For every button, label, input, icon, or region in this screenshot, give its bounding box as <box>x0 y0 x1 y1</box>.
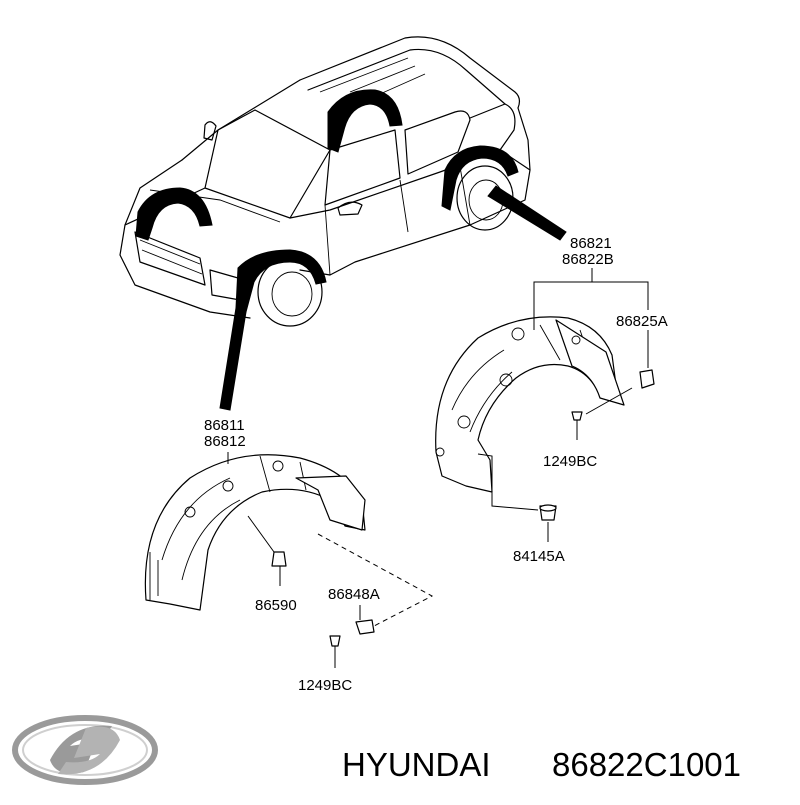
rear-wheel-liner <box>435 268 655 542</box>
label-86825a: 86825A <box>616 313 668 330</box>
part-number: 86822C1001 <box>552 746 741 783</box>
label-1249bc-rear: 1249BC <box>543 453 597 470</box>
label-1249bc-front: 1249BC <box>298 677 352 694</box>
label-86822b: 86822B <box>562 251 614 268</box>
label-86811: 86811 <box>204 417 245 434</box>
part-labels: 86821 86822B 86825A 1249BC 84145A 86811 … <box>204 235 668 694</box>
label-86848a: 86848A <box>328 586 380 603</box>
label-84145a: 84145A <box>513 548 565 565</box>
label-86590: 86590 <box>255 597 297 614</box>
front-wheel-liner <box>144 452 434 668</box>
caption: HYUNDAI 86822C1001 <box>342 746 741 783</box>
label-86812: 86812 <box>204 433 246 450</box>
hyundai-logo <box>12 715 158 785</box>
label-86821: 86821 <box>570 235 612 252</box>
brand-name: HYUNDAI <box>342 746 491 783</box>
vehicle-illustration <box>119 36 567 411</box>
